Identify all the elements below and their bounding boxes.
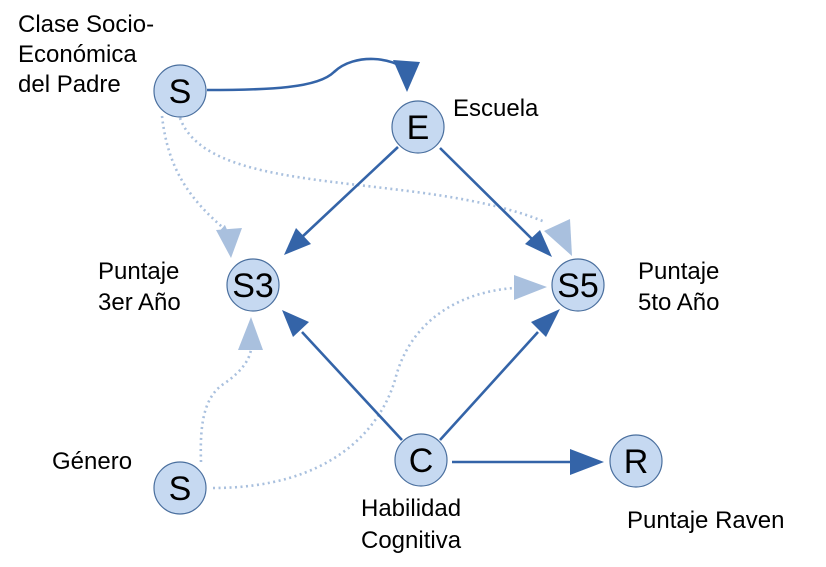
arrowhead-score3-from-ability [282,310,309,337]
arrowhead-raven [570,449,604,475]
label-father-class-line2: Económica [18,41,137,68]
node-school: E [391,100,445,154]
node-gender: S [153,461,207,515]
arrowhead-score3-from-school [284,228,311,255]
label-father-class-line3: del Padre [18,71,121,98]
node-gender-letter: S [169,470,192,508]
arrowhead-score3-from-father [216,228,242,258]
node-father-class: S [153,64,207,118]
edge-gender-to-score5 [212,286,515,490]
edge-school-to-score3 [301,146,399,238]
node-score3-letter: S3 [232,267,274,305]
edge-father-class-to-score3 [160,115,229,233]
node-ability-letter: C [409,442,434,480]
arrowhead-score5-from-ability [531,309,560,337]
arrowhead-score5-from-gender [514,275,547,300]
label-school: Escuela [453,95,539,122]
node-score5: S5 [551,258,605,312]
edge-ability-to-score3 [301,331,403,441]
edge-father-class-to-score5 [178,117,546,224]
arrowhead-school [393,60,420,92]
edge-gender-to-score3 [199,344,253,463]
node-score5-letter: S5 [557,267,599,305]
edge-school-to-score5 [439,147,533,240]
node-score3: S3 [226,258,280,312]
label-ability-line1: Habilidad [361,495,461,522]
arrowhead-score5-from-school [525,230,552,257]
node-father-class-letter: S [169,73,192,111]
edge-father-class-to-school [206,57,406,92]
label-score5-line2: 5to Año [638,289,719,316]
node-ability: C [394,433,448,487]
arrowhead-score5-from-father [544,219,572,256]
label-ability-line2: Cognitiva [361,527,462,554]
label-raven: Puntaje Raven [627,507,784,534]
label-score5-line1: Puntaje [638,258,719,285]
label-father-class-line1: Clase Socio- [18,11,154,38]
label-score3-line2: 3er Año [98,289,181,316]
label-gender: Género [52,448,132,475]
arrowhead-score3-from-gender [238,317,263,350]
node-school-letter: E [407,109,430,147]
node-raven: R [609,434,663,488]
label-score3-line1: Puntaje [98,258,179,285]
node-raven-letter: R [624,443,649,481]
edge-ability-to-score5 [439,331,539,441]
